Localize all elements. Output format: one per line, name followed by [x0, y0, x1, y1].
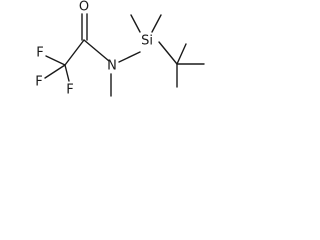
bond-cf3-carbonyl: [64, 39, 85, 66]
atom-silicon: Si: [141, 34, 153, 49]
atom-fluorine-1: F: [36, 46, 43, 61]
structure-svg: O F F F N Si: [35, 0, 205, 98]
atom-fluorine-2: F: [35, 75, 42, 90]
bond-tbu-methyl-2: [176, 43, 187, 65]
bond-n-si: [118, 51, 141, 63]
bonds: [44, 13, 205, 97]
bond-cf3-f3: [64, 64, 70, 82]
bond-carbonyl-n: [83, 39, 110, 62]
bond-si-methyl-1: [130, 14, 141, 33]
bond-si-methyl-2: [151, 14, 162, 33]
bond-cf3-f2: [44, 64, 66, 79]
atom-fluorine-3: F: [66, 83, 73, 98]
atom-labels: O F F F N Si: [35, 0, 153, 98]
structure-diagram: O F F F N Si: [0, 0, 219, 118]
atom-nitrogen: N: [107, 59, 117, 74]
atom-oxygen: O: [79, 0, 89, 15]
bond-cf3-f1: [45, 55, 66, 66]
bond-si-tbu: [158, 41, 178, 65]
